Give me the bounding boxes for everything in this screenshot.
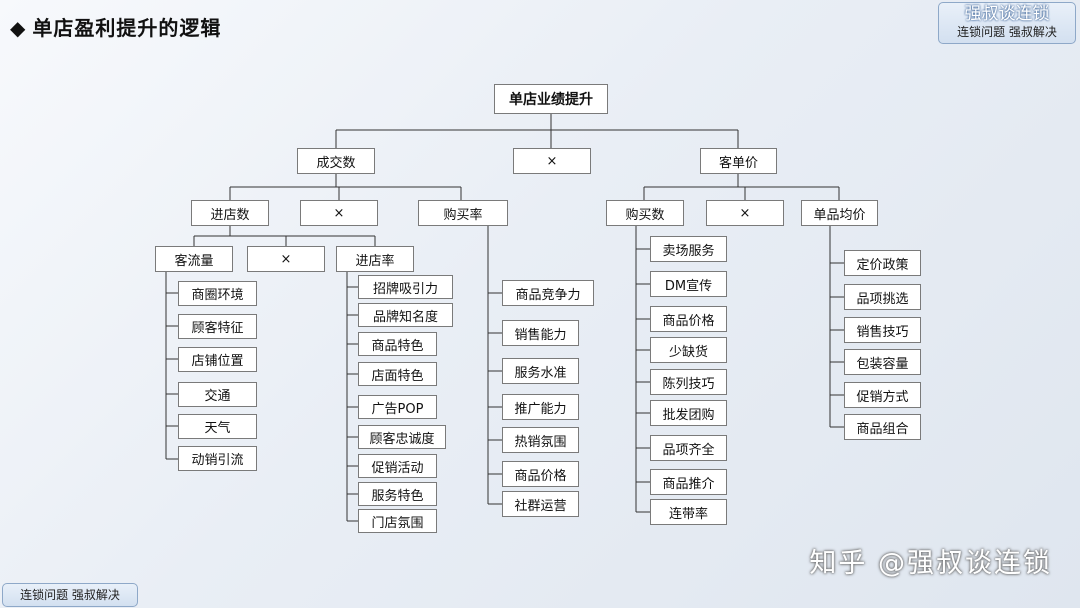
entry-factor: 广告POP — [358, 395, 437, 419]
footer-badge: 连锁问题 强叔解决 — [2, 583, 138, 607]
traffic-factor: 顾客特征 — [178, 314, 257, 339]
purchase-rate-factor: 销售能力 — [502, 320, 579, 346]
purchase-count-factor: 卖场服务 — [650, 236, 727, 262]
node-multiply-1: × — [513, 148, 591, 174]
purchase-count-factor: 批发团购 — [650, 400, 727, 426]
node-multiply-4: × — [247, 246, 325, 272]
node-avg-ticket: 客单价 — [700, 148, 777, 174]
brand-badge: 强叔谈连锁 连锁问题 强叔解决 — [938, 2, 1076, 44]
zhihu-watermark: 知乎 @强叔谈连锁 — [809, 548, 1052, 579]
node-purchase-rate: 购买率 — [418, 200, 508, 226]
unit-price-factor: 促销方式 — [844, 382, 921, 408]
node-store-entries: 进店数 — [191, 200, 269, 226]
node-entry-rate: 进店率 — [336, 246, 414, 272]
purchase-rate-factor: 热销氛围 — [502, 427, 579, 453]
entry-factor: 商品特色 — [358, 332, 437, 356]
entry-factor: 服务特色 — [358, 482, 437, 506]
purchase-rate-factor: 商品价格 — [502, 461, 579, 487]
traffic-factor: 商圈环境 — [178, 281, 257, 306]
node-multiply-2: × — [300, 200, 378, 226]
node-deals: 成交数 — [297, 148, 375, 174]
purchase-rate-factor: 商品竞争力 — [502, 280, 594, 306]
purchase-count-factor: 少缺货 — [650, 337, 727, 363]
traffic-factor: 动销引流 — [178, 446, 257, 471]
page-title-text: 单店盈利提升的逻辑 — [32, 16, 222, 40]
node-root: 单店业绩提升 — [494, 84, 608, 114]
purchase-rate-factor: 社群运营 — [502, 491, 579, 517]
entry-factor: 品牌知名度 — [358, 303, 453, 327]
entry-factor: 门店氛围 — [358, 509, 437, 533]
entry-factor: 招牌吸引力 — [358, 275, 453, 299]
unit-price-factor: 商品组合 — [844, 414, 921, 440]
purchase-rate-factor: 服务水准 — [502, 358, 579, 384]
brand-name: 强叔谈连锁 — [964, 4, 1050, 24]
node-traffic: 客流量 — [155, 246, 233, 272]
purchase-count-factor: DM宣传 — [650, 271, 727, 297]
traffic-factor: 天气 — [178, 414, 257, 439]
purchase-count-factor: 商品价格 — [650, 306, 727, 332]
unit-price-factor: 品项挑选 — [844, 284, 921, 310]
diamond-bullet-icon: ◆ — [10, 16, 27, 40]
traffic-factor: 店铺位置 — [178, 347, 257, 372]
entry-factor: 促销活动 — [358, 454, 437, 478]
node-purchase-count: 购买数 — [606, 200, 684, 226]
purchase-rate-factor: 推广能力 — [502, 394, 579, 420]
entry-factor: 店面特色 — [358, 362, 437, 386]
unit-price-factor: 包装容量 — [844, 349, 921, 375]
purchase-count-factor: 连带率 — [650, 499, 727, 525]
purchase-count-factor: 陈列技巧 — [650, 369, 727, 395]
unit-price-factor: 销售技巧 — [844, 317, 921, 343]
purchase-count-factor: 商品推介 — [650, 469, 727, 495]
traffic-factor: 交通 — [178, 382, 257, 407]
purchase-count-factor: 品项齐全 — [650, 435, 727, 461]
node-unit-price: 单品均价 — [801, 200, 878, 226]
node-multiply-3: × — [706, 200, 784, 226]
brand-slogan: 连锁问题 强叔解决 — [957, 25, 1057, 39]
entry-factor: 顾客忠诚度 — [358, 425, 446, 449]
unit-price-factor: 定价政策 — [844, 250, 921, 276]
page-title: ◆单店盈利提升的逻辑 — [10, 12, 221, 41]
